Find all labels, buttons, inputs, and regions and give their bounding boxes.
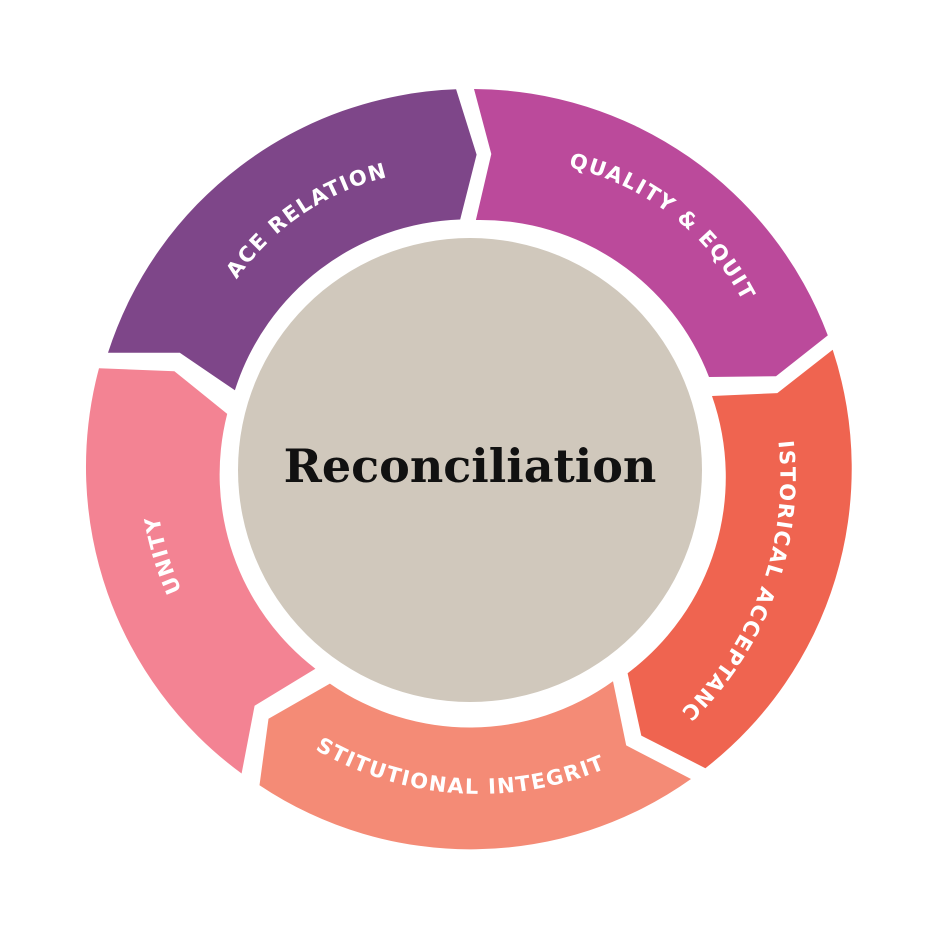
segment-race-relations (108, 89, 477, 391)
center-title: Reconciliation (284, 439, 657, 493)
segment-equality-equity (474, 89, 828, 377)
center-hub (238, 238, 702, 702)
segment-institutional-integrity (259, 681, 691, 850)
segment-historical-acceptance (627, 349, 852, 769)
cycle-ring (85, 89, 852, 850)
segment-unity (85, 368, 316, 774)
